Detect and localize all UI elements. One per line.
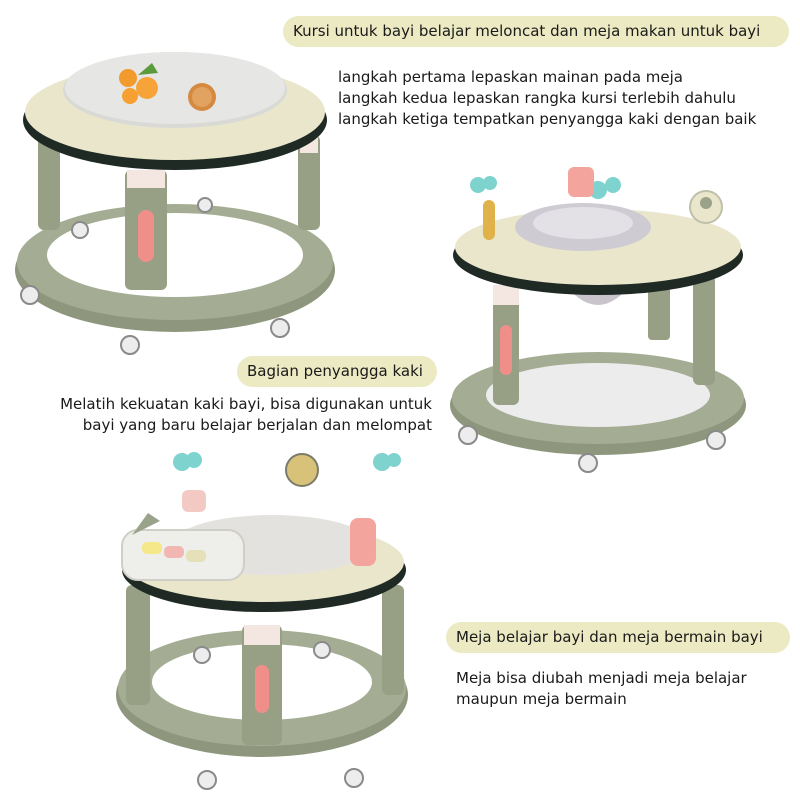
heading-study-table: Meja belajar bayi dan meja bermain bayi [446,622,790,653]
foot-support-line-1: Melatih kekuatan kaki bayi, bisa digunak… [60,395,432,413]
walker-jumper-seat-illustration [450,167,746,473]
walker-jumper-seat-image [448,155,748,475]
heading-foot-support: Bagian penyangga kaki [237,356,437,387]
step-2-text: langkah kedua lepaskan rangka kursi terl… [338,89,736,107]
flower-toy-icon [470,176,621,199]
dining-table-steps: langkah pertama lepaskan mainan pada mej… [338,67,756,130]
step-1-text: langkah pertama lepaskan mainan pada mej… [338,68,683,86]
heading-dining-table: Kursi untuk bayi belajar meloncat dan me… [283,16,789,47]
wheel-icon [193,641,364,790]
foot-support-line-2: bayi yang baru belajar berjalan dan melo… [82,416,432,434]
cookie-icon [188,83,216,111]
walker-dining-table-illustration [15,52,335,355]
wheel-icon [458,425,726,473]
study-table-line-1: Meja bisa diubah menjadi meja belajar [456,669,747,687]
orange-icon [119,63,158,104]
flower-toy-icon [173,452,401,471]
rattle-toy-icon [285,453,319,487]
walker-dining-table-image [10,40,340,360]
study-table-description: Meja bisa diubah menjadi meja belajar ma… [456,668,747,710]
foot-support-description: Melatih kekuatan kaki bayi, bisa digunak… [24,394,432,436]
walker-play-table-illustration [116,452,408,790]
step-3-text: langkah ketiga tempatkan penyangga kaki … [338,110,757,128]
walker-play-table-image [112,450,422,795]
study-table-line-2: maupun meja bermain [456,690,627,708]
wheel-icon [20,197,290,355]
bear-toy-icon [568,167,594,197]
bear-toy-icon [350,518,376,566]
